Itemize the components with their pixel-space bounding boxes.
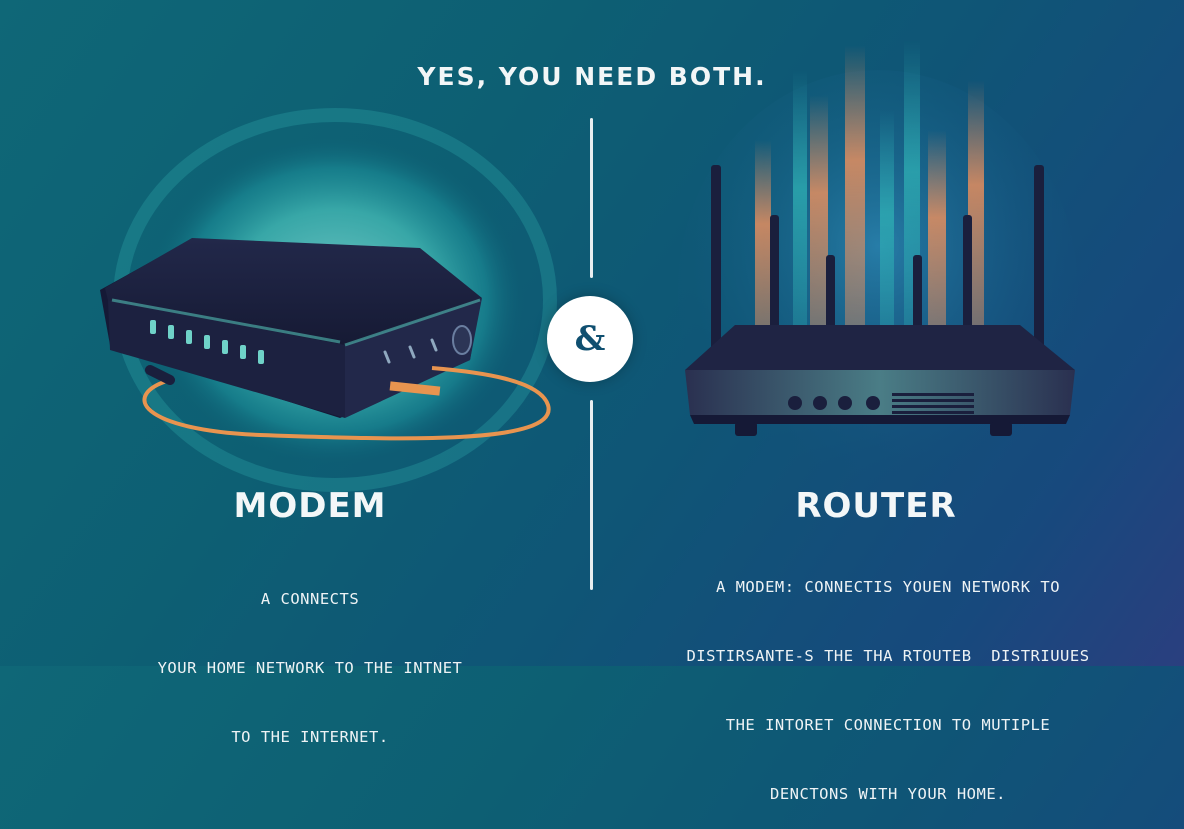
modem-description-line: TO THE INTERNET. xyxy=(231,728,389,746)
modem-description-line: A CONNECTS xyxy=(260,590,360,608)
router-icon xyxy=(685,165,1075,436)
divider-bottom xyxy=(590,400,593,590)
modem-glow xyxy=(145,135,525,465)
router-description-line: DISTIRSANTE-S THE THA RTOUTEB DISTRIUUES xyxy=(686,647,1090,665)
router-description-line: THE INTORET CONNECTION TO MUTIPLE xyxy=(725,716,1051,734)
modem-title: MODEM xyxy=(233,486,387,526)
router-glow xyxy=(678,70,1078,510)
router-title: ROUTER xyxy=(795,486,957,526)
router-description: A MODEM: CONNECTIS YOUEN NETWORK TO DIST… xyxy=(608,530,1168,829)
modem-description-line: YOUR HOME NETWORK TO THE INTNET xyxy=(157,659,463,677)
signal-beams xyxy=(755,40,984,380)
headline: YES, YOU NEED BOTH. xyxy=(417,62,767,91)
ampersand-badge: & xyxy=(547,296,633,382)
router-description-line: DENCTONS WITH YOUR HOME. xyxy=(770,785,1006,803)
router-description-line: A MODEM: CONNECTIS YOUEN NETWORK TO xyxy=(715,578,1061,596)
modem-description: A CONNECTS YOUR HOME NETWORK TO THE INTN… xyxy=(60,542,560,772)
ampersand-text: & xyxy=(574,319,606,359)
divider-top xyxy=(590,118,593,278)
ethernet-cable xyxy=(142,366,551,441)
modem-icon xyxy=(100,238,482,418)
